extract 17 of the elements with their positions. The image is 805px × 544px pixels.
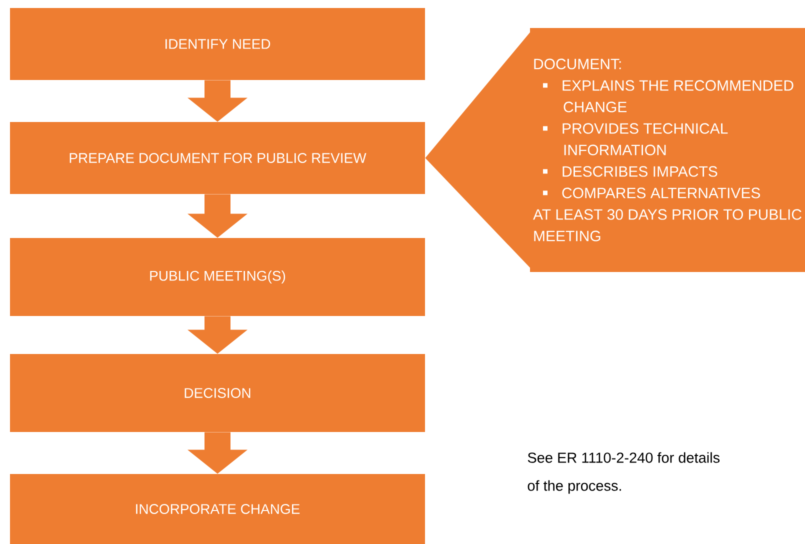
callout-text: AT LEAST 30 DAYS PRIOR TO PUBLIC MEETING [533, 209, 802, 242]
block-arrow [188, 80, 248, 122]
bullet-text: DESCRIBES IMPACTS [562, 166, 718, 177]
block-arrow [188, 432, 248, 474]
bullet-text: COMPARES ALTERNATIVES [562, 188, 760, 198]
block-arrow [188, 194, 248, 238]
process-box: PUBLIC MEETING(S) [10, 238, 425, 316]
process-box: IDENTIFY NEED [10, 8, 425, 80]
callout-text: DOCUMENT: [534, 58, 621, 70]
process-box: INCORPORATE CHANGE [10, 474, 425, 544]
process-box: DECISION [10, 354, 425, 432]
process-box: PREPARE DOCUMENT FOR PUBLIC REVIEW [10, 122, 425, 194]
note-text: See ER 1110-2-240 for details of the process. [528, 452, 720, 494]
callout-pointer [425, 32, 530, 268]
block-arrow [188, 316, 248, 354]
bullet-text: PROVIDES TECHNICAL INFORMATION [562, 123, 728, 156]
bullet-text: EXPLAINS THE RECOMMENDED CHANGE [562, 80, 794, 112]
